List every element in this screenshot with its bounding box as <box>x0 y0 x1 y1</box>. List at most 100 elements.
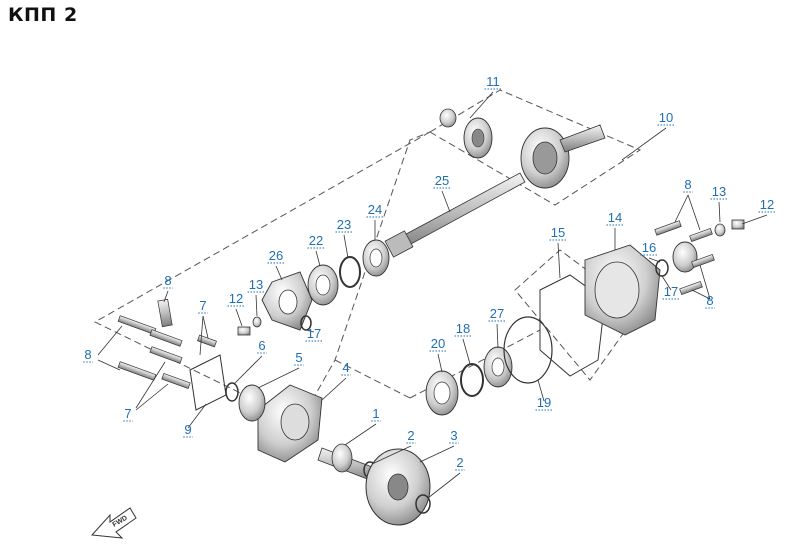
leader-line <box>371 445 412 465</box>
leader-line <box>419 445 455 463</box>
callout-number: 12 <box>760 197 774 212</box>
part-16-seal <box>672 241 698 273</box>
leader-line <box>202 315 209 339</box>
callout-number: 3 <box>450 428 457 443</box>
callout-number: 2 <box>456 455 463 470</box>
callout-number: 8 <box>84 347 91 362</box>
leader-line <box>315 250 321 267</box>
callout-c2a: 2 <box>371 428 416 465</box>
leader-line <box>691 289 711 300</box>
outline-shaft-group <box>93 131 431 423</box>
callout-c13a: 13 <box>710 184 728 223</box>
callout-c8d: 8 <box>83 325 123 371</box>
part-12-bolt-b <box>731 219 745 230</box>
callout-c17b: 17 <box>305 326 323 342</box>
part-23-ring <box>339 256 361 288</box>
callout-c16: 16 <box>640 240 661 263</box>
callout-c8c: 8 <box>163 273 173 303</box>
callout-number: 2 <box>407 428 414 443</box>
right-bolts <box>654 220 715 296</box>
callout-c1: 1 <box>344 406 381 446</box>
part-22-bearing <box>307 264 339 306</box>
part-14-cover <box>584 244 661 336</box>
callout-number: 17 <box>664 284 678 299</box>
leader-line <box>699 264 711 300</box>
part-10-bevel-gear <box>520 124 606 189</box>
callout-number: 9 <box>184 422 191 437</box>
callout-c25: 25 <box>433 173 451 213</box>
leader-line <box>275 265 283 281</box>
leader-line <box>437 353 443 373</box>
callout-c12b: 12 <box>227 291 245 327</box>
callout-number: 5 <box>295 350 302 365</box>
leader-line <box>135 383 169 411</box>
leader-line <box>344 423 377 446</box>
leader-line <box>257 367 300 389</box>
callout-c22: 22 <box>307 233 325 267</box>
page-title: КПП 2 <box>8 4 78 26</box>
callout-c7b: 7 <box>123 361 169 422</box>
callout-c7a: 7 <box>198 298 209 356</box>
callout-number: 26 <box>269 248 283 263</box>
leader-line <box>621 127 667 161</box>
callout-number: 20 <box>431 336 445 351</box>
callout-number: 13 <box>249 277 263 292</box>
left-bolts <box>117 298 217 390</box>
callout-c5: 5 <box>257 350 304 389</box>
callout-c8b: 8 <box>691 264 715 309</box>
callout-number: 14 <box>608 210 622 225</box>
part-4-housing <box>257 384 323 463</box>
callout-number: 19 <box>537 395 551 410</box>
callout-number: 8 <box>684 177 691 192</box>
callout-c3: 3 <box>419 428 459 463</box>
part-11-pinion <box>439 108 493 159</box>
callout-c11: 11 <box>469 74 502 119</box>
callout-number: 11 <box>486 74 500 89</box>
leader-line <box>648 257 661 263</box>
callout-c19: 19 <box>535 379 553 411</box>
callout-c27: 27 <box>488 306 506 349</box>
callout-c12a: 12 <box>741 197 776 225</box>
callout-number: 16 <box>642 240 656 255</box>
callout-c17a: 17 <box>661 275 680 300</box>
part-15-gasket <box>539 274 606 377</box>
leader-line <box>235 308 243 327</box>
leader-line <box>674 194 689 223</box>
callout-number: 18 <box>456 321 470 336</box>
callout-number: 15 <box>551 225 565 240</box>
part-18-ring <box>460 363 484 397</box>
callout-c24: 24 <box>366 202 384 240</box>
callout-number: 6 <box>258 338 265 353</box>
leader-line <box>718 201 721 223</box>
leader-line <box>255 294 258 317</box>
leader-line <box>97 359 121 371</box>
callout-number: 7 <box>199 298 206 313</box>
part-25-shaft <box>384 172 526 258</box>
leader-line <box>97 325 123 356</box>
leader-line <box>537 379 545 402</box>
callout-number: 25 <box>435 173 449 188</box>
callout-number: 22 <box>309 233 323 248</box>
part-26-flange <box>261 271 313 331</box>
callout-c14: 14 <box>606 210 624 250</box>
part-3-gear <box>365 448 431 526</box>
leader-line <box>741 214 768 225</box>
callout-c13b: 13 <box>247 277 265 317</box>
callout-c20: 20 <box>429 336 447 373</box>
leader-line <box>343 234 349 259</box>
leader-line <box>163 290 169 303</box>
leader-line <box>233 355 263 385</box>
callout-number: 27 <box>490 306 504 321</box>
part-9-gasket <box>189 354 227 411</box>
leader-line <box>187 403 207 429</box>
leader-line <box>496 323 499 349</box>
callout-number: 17 <box>307 326 321 341</box>
leader-line <box>462 338 471 365</box>
callout-number: 1 <box>372 406 379 421</box>
direction-arrow-icon: FWD <box>90 507 137 539</box>
callout-number: 24 <box>368 202 382 217</box>
callout-number: 7 <box>124 406 131 421</box>
callout-number: 12 <box>229 291 243 306</box>
